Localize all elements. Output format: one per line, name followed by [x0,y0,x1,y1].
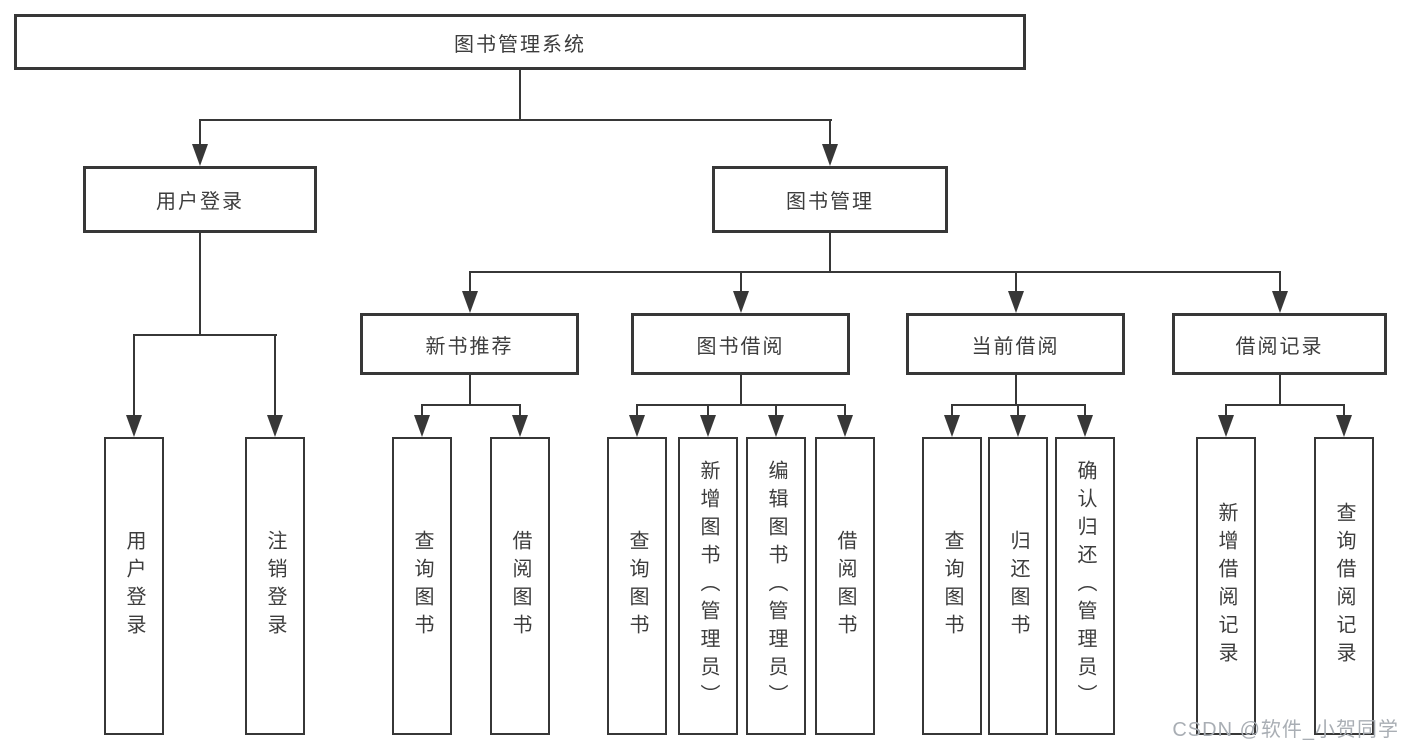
connector-level2-bracket [199,119,832,121]
connector-book-mgmt-drop [829,233,831,273]
arrowhead-cb-leaf2 [1010,415,1026,437]
connector-new-book-bracket [421,404,521,406]
connector-stem-book-borrow [740,271,742,295]
connector-level3-bracket [469,271,1281,273]
connector-stem-cb-leaf2 [1017,404,1019,418]
node-new-book-recommendation: 新书推荐 [360,313,579,375]
node-leaf-query-borrow-record: 查询借阅记录 [1314,437,1374,735]
arrowhead-cb-leaf1 [944,415,960,437]
node-leaf-borrow-books: 借阅图书 [815,437,875,735]
connector-current-borrow-drop [1015,375,1017,406]
connector-stem-bb-leaf2 [707,404,709,418]
arrowhead-leaf-logout [267,415,283,437]
node-leaf-confirm-return-admin-label: 确认归还（管理员） [1074,460,1096,712]
arrowhead-br-leaf1 [1218,415,1234,437]
connector-stem-user-login [199,119,201,147]
node-current-borrowing-label: 当前借阅 [971,335,1060,358]
node-leaf-query-borrow-record-label: 查询借阅记录 [1333,502,1355,670]
arrowhead-bb-leaf2 [700,415,716,437]
connector-stem-new-book [469,271,471,295]
arrowhead-borrow-records [1272,291,1288,313]
node-leaf-query-books-borrow-label: 查询图书 [626,530,648,642]
node-library-system-root: 图书管理系统 [14,14,1026,70]
node-leaf-borrow-books-recommend: 借阅图书 [490,437,550,735]
connector-stem-current-borrow [1015,271,1017,295]
connector-stem-bb-leaf3 [775,404,777,418]
node-leaf-return-books: 归还图书 [988,437,1048,735]
node-leaf-query-books-borrow: 查询图书 [607,437,667,735]
connector-stem-leaf-login [133,334,135,418]
arrowhead-current-borrow [1008,291,1024,313]
connector-stem-cb-leaf1 [951,404,953,418]
node-user-login: 用户登录 [83,166,317,233]
node-leaf-logout-label: 注销登录 [264,530,286,642]
node-leaf-user-login-label: 用户登录 [123,530,145,642]
node-borrowing-records: 借阅记录 [1172,313,1387,375]
connector-stem-bb-leaf1 [636,404,638,418]
arrowhead-bb-leaf4 [837,415,853,437]
node-leaf-query-books-recommend: 查询图书 [392,437,452,735]
connector-stem-borrow-records [1279,271,1281,295]
arrowhead-cb-leaf3 [1077,415,1093,437]
connector-stem-br-leaf1 [1225,404,1227,418]
connector-root-drop [519,70,521,121]
connector-stem-leaf-logout [274,334,276,418]
connector-stem-cb-leaf3 [1084,404,1086,418]
connector-user-login-drop [199,233,201,336]
arrowhead-new-book [462,291,478,313]
csdn-watermark: CSDN @软件_小贺同学 [1172,719,1399,741]
node-leaf-query-books-current: 查询图书 [922,437,982,735]
node-leaf-edit-books-admin: 编辑图书（管理员） [746,437,806,735]
node-leaf-query-books-current-label: 查询图书 [941,530,963,642]
connector-borrow-records-bracket [1225,404,1345,406]
node-leaf-logout: 注销登录 [245,437,305,735]
node-book-management-label: 图书管理 [786,191,874,213]
arrowhead-br-leaf2 [1336,415,1352,437]
node-leaf-add-books-admin: 新增图书（管理员） [678,437,738,735]
node-leaf-return-books-label: 归还图书 [1007,530,1029,642]
arrowhead-book-mgmt [822,144,838,166]
node-library-system-root-label: 图书管理系统 [454,33,586,56]
node-book-management: 图书管理 [712,166,948,233]
node-book-borrowing: 图书借阅 [631,313,850,375]
node-leaf-edit-books-admin-label: 编辑图书（管理员） [765,460,787,712]
node-book-borrowing-label: 图书借阅 [696,335,785,358]
node-leaf-borrow-books-label: 借阅图书 [834,530,856,642]
connector-borrow-records-drop [1279,375,1281,406]
arrowhead-nb-leaf2 [512,415,528,437]
node-leaf-add-borrow-record-label: 新增借阅记录 [1215,502,1237,670]
arrowhead-nb-leaf1 [414,415,430,437]
node-leaf-add-books-admin-label: 新增图书（管理员） [697,460,719,712]
arrowhead-user-login [192,144,208,166]
connector-user-login-bracket [133,334,277,336]
node-leaf-borrow-books-recommend-label: 借阅图书 [509,530,531,642]
node-leaf-confirm-return-admin: 确认归还（管理员） [1055,437,1115,735]
arrowhead-book-borrow [733,291,749,313]
connector-book-borrow-bracket [636,404,846,406]
node-user-login-label: 用户登录 [156,191,244,213]
arrowhead-bb-leaf1 [629,415,645,437]
arrowhead-leaf-login [126,415,142,437]
connector-stem-nb-leaf2 [519,404,521,418]
connector-stem-nb-leaf1 [421,404,423,418]
connector-stem-br-leaf2 [1343,404,1345,418]
connector-stem-bb-leaf4 [844,404,846,418]
arrowhead-bb-leaf3 [768,415,784,437]
node-leaf-query-books-recommend-label: 查询图书 [411,530,433,642]
node-new-book-recommendation-label: 新书推荐 [425,335,514,358]
connector-book-borrow-drop [740,375,742,406]
connector-stem-book-mgmt [829,119,831,147]
connector-new-book-drop [469,375,471,406]
node-leaf-user-login: 用户登录 [104,437,164,735]
node-current-borrowing: 当前借阅 [906,313,1125,375]
node-leaf-add-borrow-record: 新增借阅记录 [1196,437,1256,735]
node-borrowing-records-label: 借阅记录 [1235,335,1324,358]
